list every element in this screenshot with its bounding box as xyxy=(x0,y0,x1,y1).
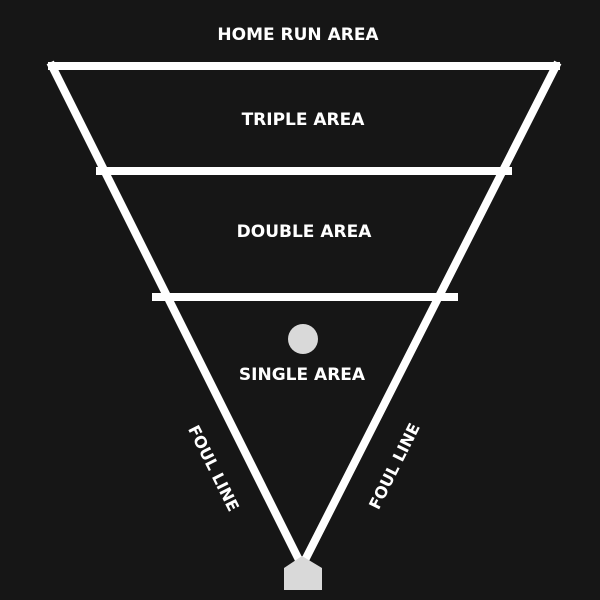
triple-area-label: TRIPLE AREA xyxy=(242,110,366,130)
ball-icon xyxy=(288,324,318,354)
single-area-label: SINGLE AREA xyxy=(239,365,366,385)
home-plate-icon xyxy=(284,556,322,590)
left-foul-line xyxy=(46,60,308,572)
home-run-area-label: HOME RUN AREA xyxy=(217,25,379,45)
right-foul-line xyxy=(296,60,562,572)
double-area-label: DOUBLE AREA xyxy=(237,222,373,242)
